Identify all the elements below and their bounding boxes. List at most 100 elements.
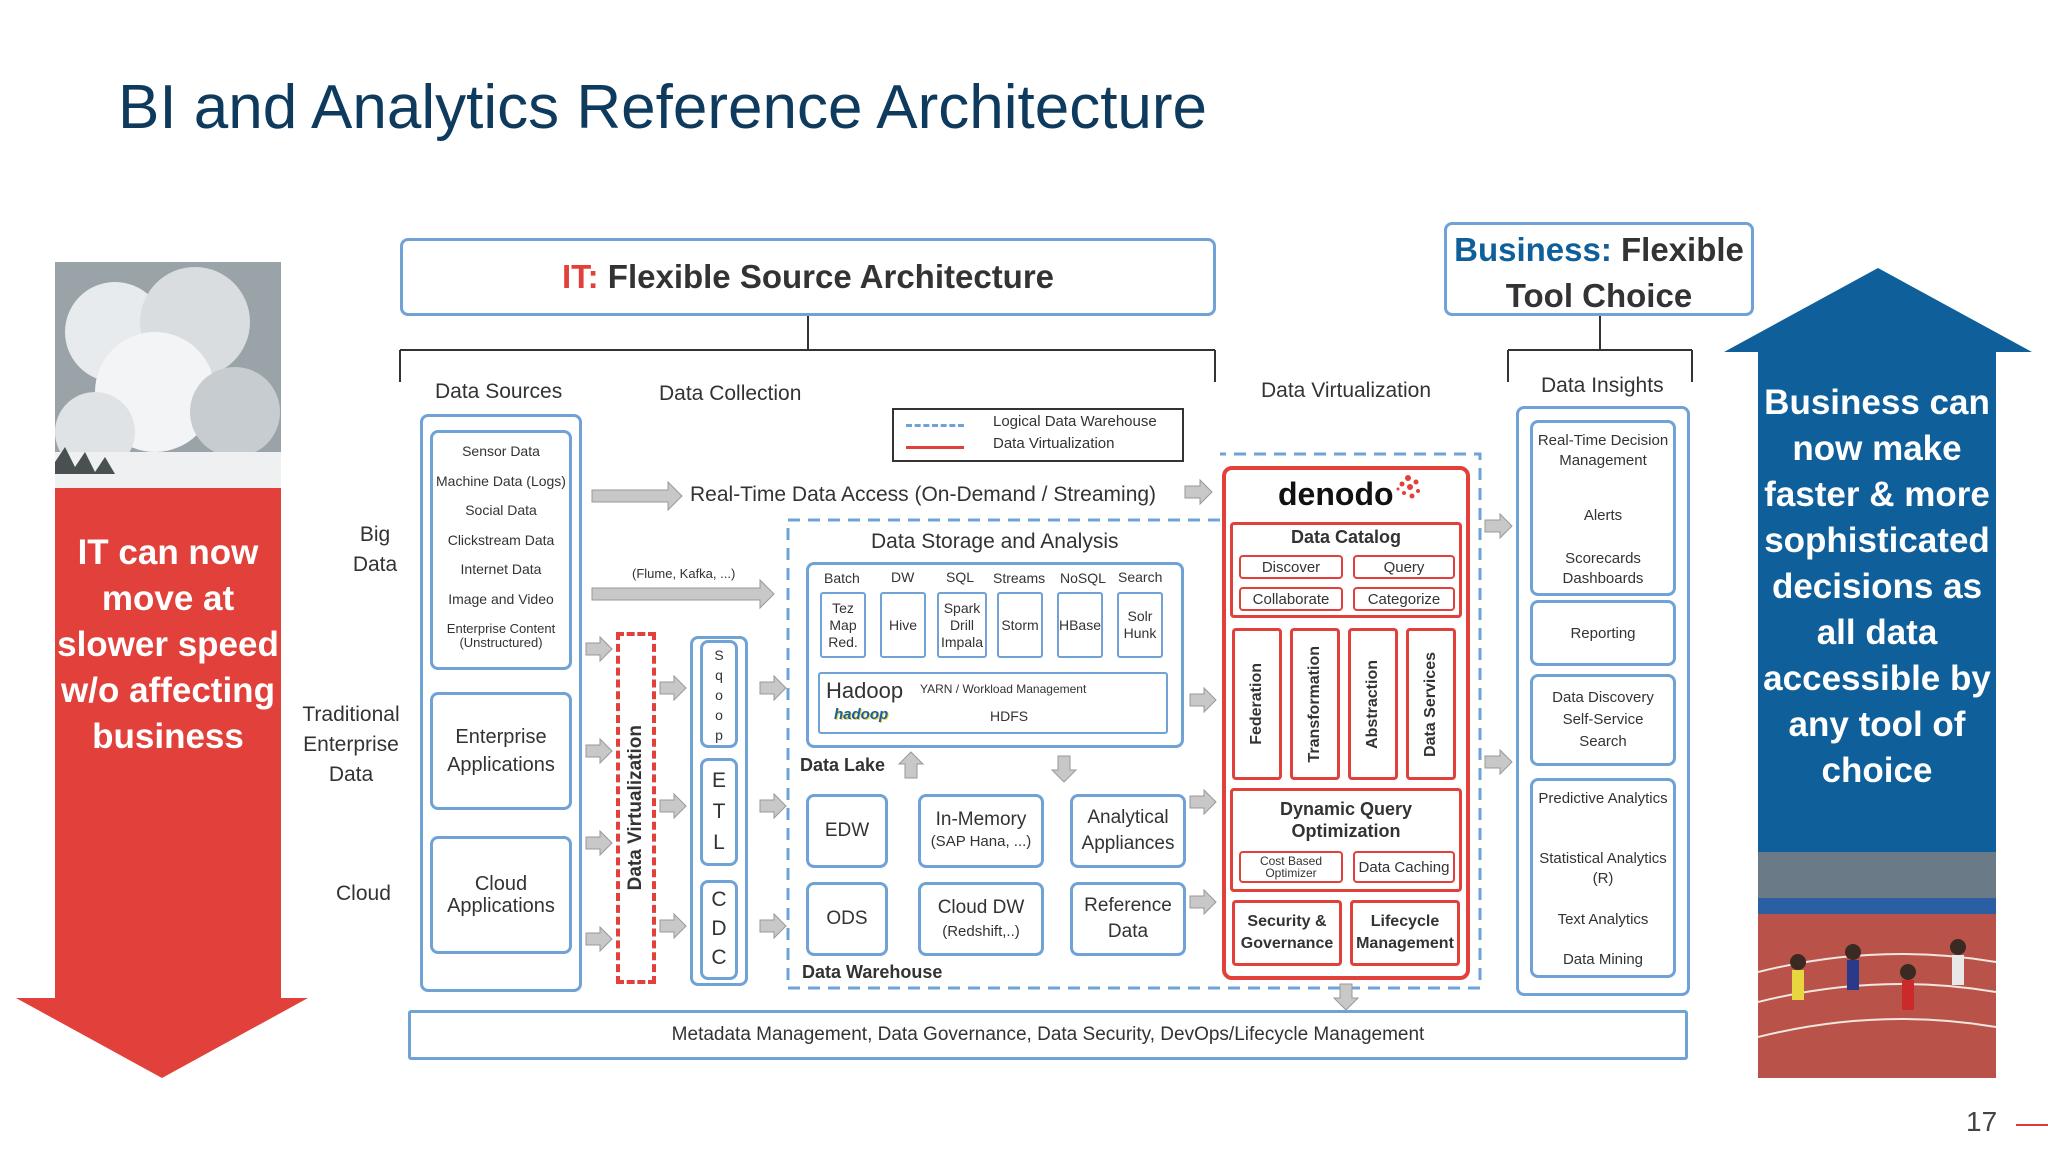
col-batch: Batch (824, 570, 860, 586)
hadoop-logo: hadoop (834, 706, 889, 723)
realtime-access-label: Real-Time Data Access (On-Demand / Strea… (690, 483, 1157, 506)
legend: Logical Data Warehouse Data Virtualizati… (892, 408, 1184, 462)
solr-hunk-box: Solr Hunk (1117, 592, 1163, 658)
collaborate-box: Collaborate (1239, 587, 1343, 611)
ods-box: ODS (806, 882, 888, 956)
reporting-box: Reporting (1530, 600, 1676, 666)
data-virtualization-collector: Data Virtualization (616, 632, 656, 984)
source-image-video: Image and Video (448, 591, 554, 607)
hdfs-label: HDFS (990, 708, 1029, 724)
cdc-box: C D C (700, 880, 738, 980)
hive-box: Hive (880, 592, 926, 658)
metadata-management-bar: Metadata Management, Data Governance, Da… (408, 1010, 1688, 1060)
source-machine: Machine Data (Logs) (436, 473, 566, 489)
label-data-collection: Data Collection (659, 382, 802, 405)
col-dw: DW (891, 569, 915, 585)
source-enterprise-content: Enterprise Content (Unstructured) (446, 621, 556, 650)
sqoop-letter: o (715, 707, 723, 723)
transformation-label: Transformation (1306, 645, 1323, 763)
spark-drill-impala-box: Spark Drill Impala (937, 592, 987, 658)
it-header-text: Flexible Source Architecture (607, 258, 1055, 295)
right-arrow-text: Business can now make faster & more soph… (1763, 383, 1991, 790)
cloud-dw-label: Cloud DW (937, 897, 1025, 918)
avalanche-image (55, 262, 281, 488)
dynamic-query-optimization-box: Dynamic Query Optimization Cost Based Op… (1230, 788, 1462, 892)
right-arrow-body (1758, 352, 1996, 852)
data-services-label: Data Services (1422, 651, 1439, 757)
left-arrow-text: IT can now move at slower speed w/o affe… (57, 533, 279, 756)
sqoop-letter: o (715, 687, 723, 703)
yarn-label: YARN / Workload Management (920, 682, 1087, 696)
data-storage-title: Data Storage and Analysis (871, 530, 1119, 553)
alerts-label: Alerts (1583, 507, 1623, 524)
scorecards-label: Scorecards Dashboards (1562, 550, 1644, 587)
page-number-line (2016, 1124, 2048, 1126)
col-streams: Streams (993, 570, 1046, 586)
flume-kafka-label: (Flume, Kafka, ...) (632, 566, 736, 581)
hadoop-label: Hadoop (826, 678, 904, 703)
etl-box: E T L (700, 758, 738, 866)
storm-box: Storm (997, 592, 1043, 658)
analytical-appliances-box: Analytical Appliances (1070, 794, 1186, 868)
business-prefix: Business: (1454, 231, 1612, 268)
it-header-box: IT: Flexible Source Architecture (400, 238, 1216, 316)
source-sensor: Sensor Data (462, 443, 540, 459)
denodo-logo-dots-icon (1396, 475, 1420, 499)
label-traditional: Traditional Enterprise Data (302, 703, 400, 786)
security-governance-box: Security & Governance (1232, 900, 1342, 966)
data-caching-box: Data Caching (1353, 851, 1455, 883)
enterprise-applications-box: Enterprise Applications (430, 692, 572, 810)
categorize-box: Categorize (1353, 587, 1455, 611)
it-prefix: IT: (561, 258, 599, 295)
col-search: Search (1118, 569, 1163, 585)
sqoop-letter: q (715, 667, 723, 683)
text-analytics-label: Text Analytics (1557, 911, 1649, 928)
in-memory-box: In-Memory (SAP Hana, ...) (918, 794, 1044, 868)
edw-box: EDW (806, 794, 888, 868)
label-big-data: Big Data (352, 523, 398, 576)
cdc-letter: C (711, 888, 727, 911)
cloud-applications-box: Cloud Applications (430, 836, 572, 954)
insights-group-4: Predictive Analytics Statistical Analyti… (1530, 778, 1676, 978)
denodo-logo: denodo (1278, 476, 1394, 512)
discover-box: Discover (1239, 555, 1343, 579)
sqoop-letter: S (714, 647, 724, 663)
in-memory-sub: (SAP Hana, ...) (930, 833, 1032, 850)
abstraction-box: Abstraction (1348, 628, 1398, 780)
abstraction-label: Abstraction (1364, 659, 1381, 749)
left-arrow-head (16, 998, 308, 1078)
insights-group-1: Real-Time Decision Management Alerts Sco… (1530, 420, 1676, 596)
data-mining-label: Data Mining (1562, 951, 1644, 968)
col-nosql: NoSQL (1060, 570, 1106, 586)
col-sql: SQL (946, 569, 975, 585)
data-warehouse-label: Data Warehouse (802, 962, 943, 982)
data-discovery-box: Data Discovery Self-Service Search (1530, 674, 1676, 766)
hadoop-box: Hadoop YARN / Workload Management HDFS h… (818, 672, 1168, 734)
business-header-text2: Tool Choice (1505, 277, 1693, 314)
predictive-analytics-label: Predictive Analytics (1538, 790, 1668, 807)
legend-virtualization: Data Virtualization (993, 435, 1115, 452)
sqoop-box: S q o o p (700, 640, 738, 748)
lifecycle-management-box: Lifecycle Management (1350, 900, 1460, 966)
source-social: Social Data (465, 502, 537, 518)
right-arrow-head (1724, 268, 2032, 352)
realtime-decision-label: Real-Time Decision Management (1537, 432, 1669, 469)
legend-solid-line (906, 446, 964, 449)
query-box: Query (1353, 555, 1455, 579)
dv-vertical-label: Data Virtualization (625, 725, 646, 891)
page-number: 17 (1966, 1106, 1998, 1137)
in-memory-label: In-Memory (935, 809, 1027, 830)
page-title: BI and Analytics Reference Architecture (118, 73, 1208, 142)
source-internet: Internet Data (460, 561, 542, 577)
label-data-sources: Data Sources (435, 380, 563, 403)
source-clickstream: Clickstream Data (447, 532, 555, 548)
data-lake-label: Data Lake (800, 755, 886, 775)
etl-letter: L (713, 831, 725, 854)
legend-logical: Logical Data Warehouse (993, 413, 1157, 430)
sqoop-letter: p (715, 727, 723, 743)
label-data-virtualization: Data Virtualization (1261, 379, 1432, 402)
data-catalog-box: Data Catalog Discover Query Collaborate … (1230, 522, 1462, 618)
tez-mapred-box: Tez Map Red. (820, 592, 866, 658)
legend-dashed-line (906, 424, 964, 427)
federation-label: Federation (1248, 663, 1265, 745)
